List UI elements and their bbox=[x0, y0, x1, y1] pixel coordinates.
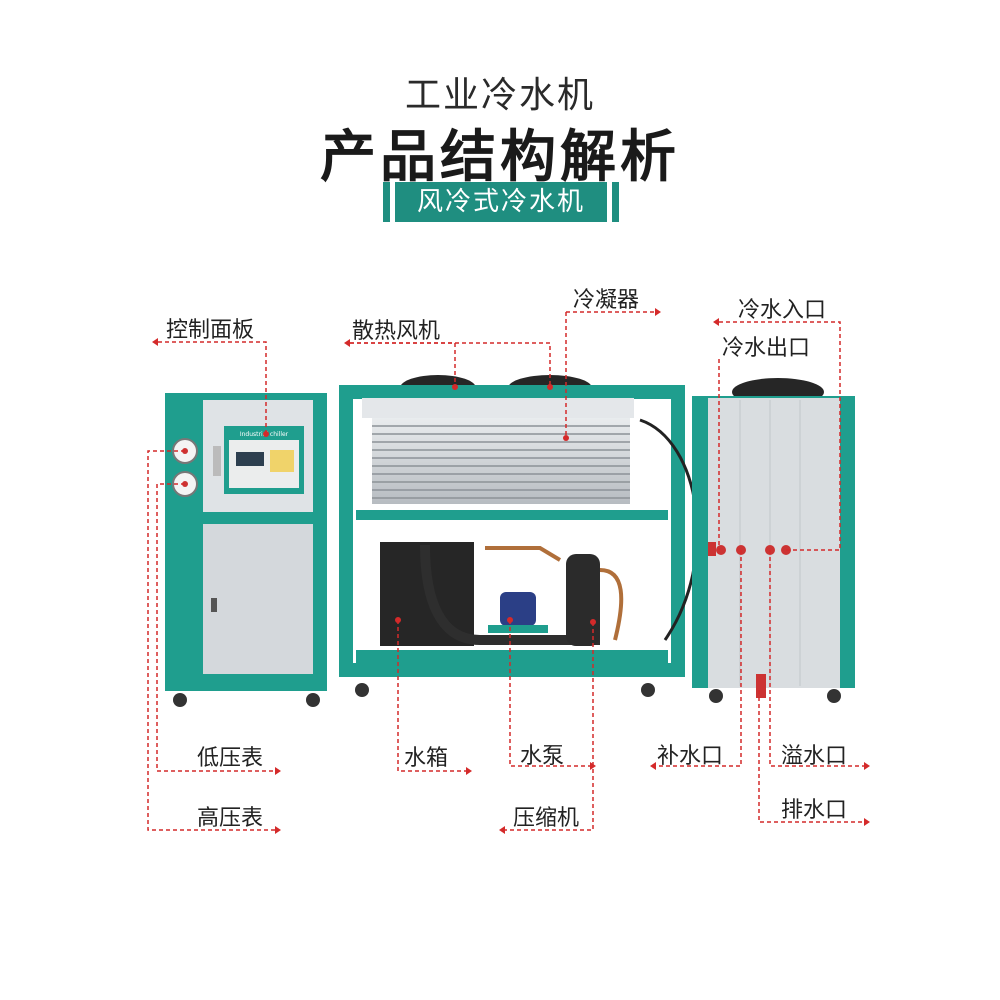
caster-icon bbox=[827, 689, 841, 703]
caster-icon bbox=[306, 693, 320, 707]
caster-icon bbox=[173, 693, 187, 707]
label-water-pump: 水泵 bbox=[520, 744, 565, 769]
label-chilled-water-inlet: 冷水入口 bbox=[738, 298, 827, 323]
door-handle bbox=[211, 598, 217, 612]
label-drain-port: 排水口 bbox=[781, 798, 848, 823]
middle-unit bbox=[339, 375, 699, 697]
label-high-pressure-gauge: 高压表 bbox=[197, 806, 264, 831]
label-fan: 散热风机 bbox=[352, 319, 441, 344]
callout-lines bbox=[147, 311, 864, 831]
refill-port-icon bbox=[708, 542, 716, 556]
right-unit bbox=[692, 378, 855, 703]
right-side-panel bbox=[708, 398, 840, 688]
condenser-coil bbox=[372, 418, 630, 504]
water-pump bbox=[500, 592, 536, 626]
caster-icon bbox=[355, 683, 369, 697]
label-condenser: 冷凝器 bbox=[573, 288, 640, 313]
callout-markers bbox=[152, 308, 870, 834]
drain-port-icon bbox=[756, 674, 766, 698]
lower-door bbox=[203, 524, 313, 674]
label-control-panel: 控制面板 bbox=[166, 318, 255, 343]
left-unit: Industrial chiller bbox=[165, 393, 327, 707]
label-chilled-water-outlet: 冷水出口 bbox=[722, 336, 811, 361]
label-compressor: 压缩机 bbox=[513, 806, 580, 831]
label-overflow-port: 溢水口 bbox=[781, 744, 848, 769]
compressor bbox=[566, 554, 600, 646]
label-low-pressure-gauge: 低压表 bbox=[197, 746, 264, 771]
caster-icon bbox=[709, 689, 723, 703]
label-refill-port: 补水口 bbox=[657, 744, 724, 769]
middle-unit-frame bbox=[339, 385, 685, 677]
caster-icon bbox=[641, 683, 655, 697]
label-water-tank: 水箱 bbox=[404, 746, 449, 771]
page-title: 产品结构解析 bbox=[320, 125, 680, 190]
type-badge: 风冷式冷水机 bbox=[383, 182, 619, 222]
header-subtitle: 工业冷水机 bbox=[404, 75, 595, 116]
